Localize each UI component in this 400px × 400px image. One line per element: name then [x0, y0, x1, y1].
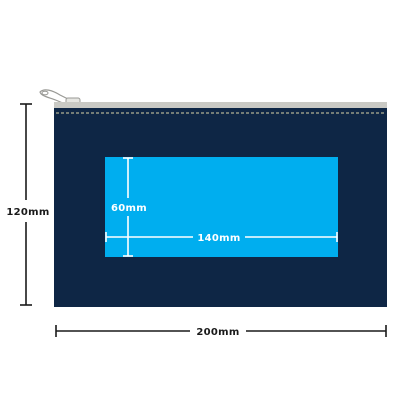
pouch-height-dimension: [20, 103, 32, 306]
pouch-width-dimension: [55, 325, 387, 337]
print-area: [105, 157, 338, 257]
print-width-dimension: [105, 232, 338, 242]
zipper-band: [54, 102, 387, 111]
pouch-width-label: 200mm: [196, 327, 239, 338]
print-height-dimension: [123, 157, 133, 257]
pouch-height-label: 120mm: [6, 207, 49, 218]
print-height-label: 60mm: [111, 203, 147, 214]
print-width-label: 140mm: [197, 233, 240, 244]
